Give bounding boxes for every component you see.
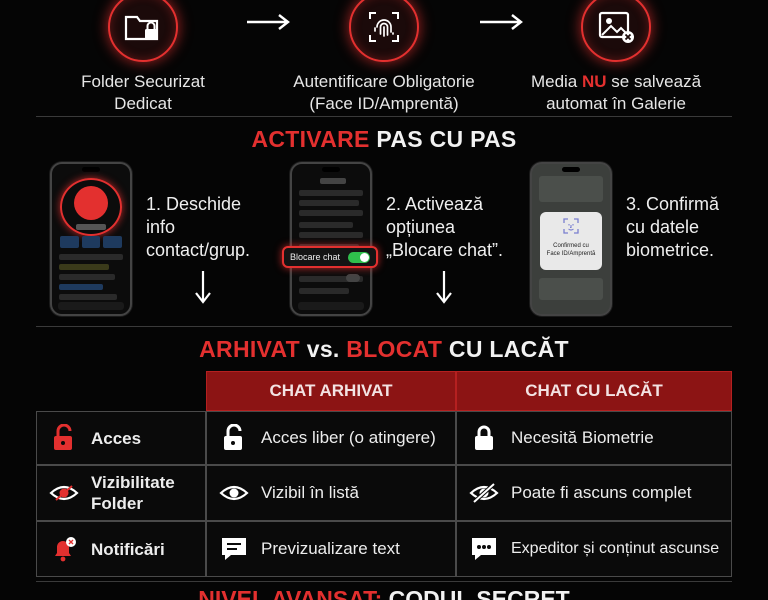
phone-chat-settings: [290, 162, 372, 316]
unlock-icon: [47, 423, 81, 453]
flow-caption-pre: Media: [530, 72, 582, 91]
padlock-icon: [467, 423, 501, 453]
face-id-icon: [563, 218, 579, 234]
steps-title-rest: PAS CU PAS: [369, 126, 517, 152]
cell-locked-notifications: Expeditor și conținut ascunse: [456, 521, 732, 577]
flow-caption-line2: (Face ID/Amprentă): [309, 94, 459, 113]
cell-archived-notifications: Previzualizare text: [206, 521, 456, 577]
flow-caption-line2: Dedicat: [114, 94, 172, 113]
steps-title: ACTIVARE PAS CU PAS: [0, 126, 768, 153]
divider: [36, 116, 732, 117]
arrow-right-icon: [247, 14, 290, 30]
column-header-locked: CHAT CU LACĂT: [456, 371, 732, 411]
arrow-down-icon: [436, 271, 452, 304]
flow-item-authentication: Autentificare Obligatorie (Face ID/Ampren…: [274, 0, 494, 115]
cell-locked-visibility: Poate fi ascuns complet: [456, 465, 732, 521]
steps-title-highlight: ACTIVARE: [251, 126, 370, 152]
comparison-table: CHAT ARHIVAT CHAT CU LACĂT Acces Acces l…: [36, 371, 732, 577]
secure-folder-icon: [108, 0, 178, 62]
flow-item-no-gallery: Media NU se salvează automat în Galerie: [506, 0, 726, 115]
no-gallery-icon: [581, 0, 651, 62]
highlight-ring: [60, 178, 122, 236]
lock-chat-toggle-row[interactable]: Blocare chat: [282, 246, 378, 268]
avatar: [74, 186, 108, 220]
flow-caption-post: se salvează: [606, 72, 702, 91]
column-header-archived: CHAT ARHIVAT: [206, 371, 456, 411]
divider: [36, 326, 732, 327]
lock-chat-toggle-label: Blocare chat: [290, 252, 341, 262]
eye-icon: [47, 478, 81, 508]
cell-archived-visibility: Vizibil în listă: [206, 465, 456, 521]
cell-locked-access: Necesită Biometrie: [456, 411, 732, 465]
phone-contact-info: [50, 162, 132, 316]
flow-caption-emphasis: NU: [581, 72, 607, 91]
flow-caption-line2: automat în Galerie: [546, 94, 686, 113]
row-label-visibility: Vizibilitate Folder: [36, 465, 206, 521]
unlocked-padlock-icon: [217, 423, 251, 453]
flow-caption-line1: Folder Securizat: [81, 72, 205, 91]
eye-off-icon: [467, 478, 501, 508]
toggle-switch[interactable]: [348, 252, 370, 263]
eye-icon: [217, 478, 251, 508]
compare-title: ARHIVAT vs. BLOCAT CU LACĂT: [199, 336, 569, 362]
bell-icon: [47, 534, 81, 564]
flow-caption-line1: Autentificare Obligatorie: [293, 72, 475, 91]
cell-archived-access: Acces liber (o atingere): [206, 411, 456, 465]
divider: [36, 581, 732, 582]
row-label-access: Acces: [36, 411, 206, 465]
arrow-right-icon: [480, 14, 523, 30]
message-dots-icon: [467, 534, 501, 564]
next-section-title: NIVEL AVANSAT: CODUL SECRET: [198, 586, 570, 600]
message-text-icon: [217, 534, 251, 564]
row-label-notifications: Notificări: [36, 521, 206, 577]
arrow-down-icon: [195, 271, 211, 304]
fingerprint-icon: [349, 0, 419, 62]
